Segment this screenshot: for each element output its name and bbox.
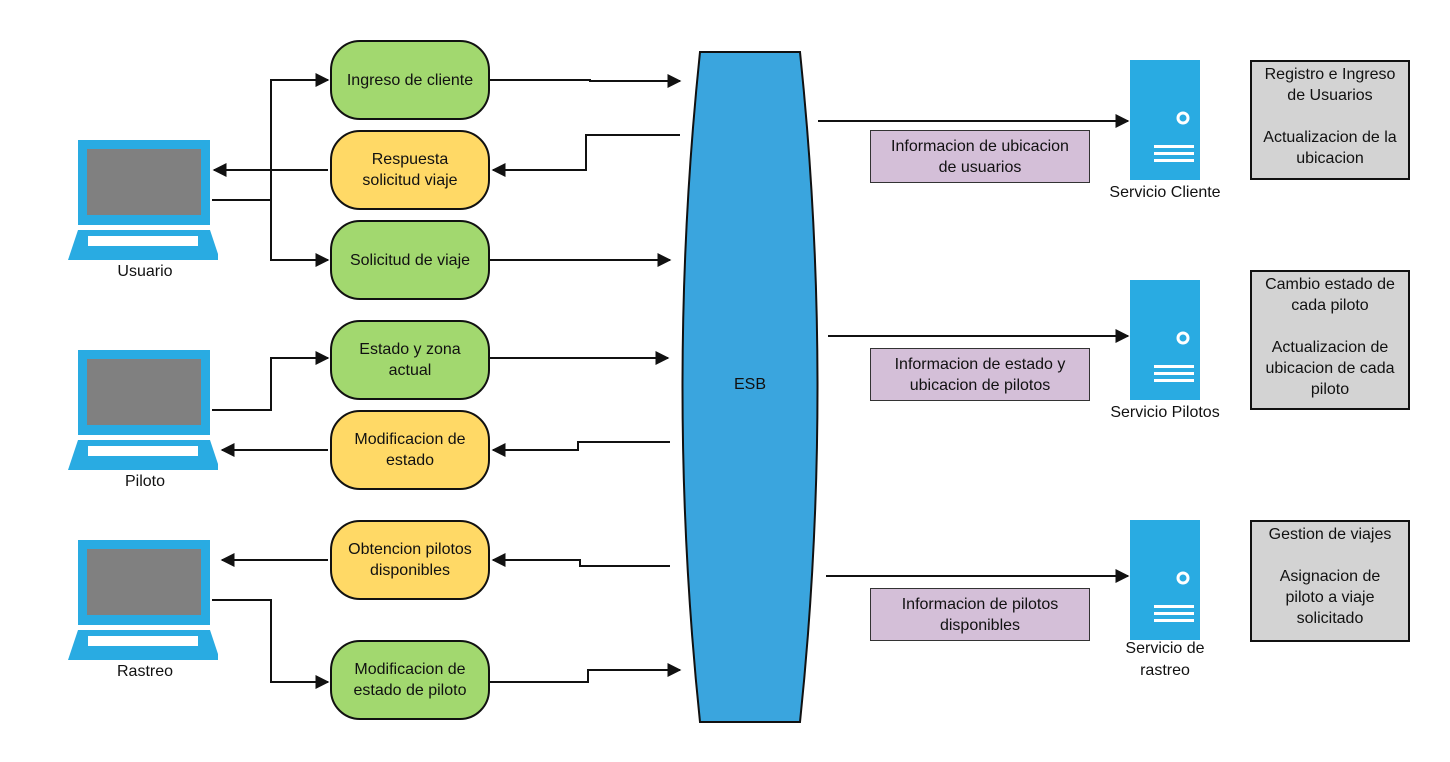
service-label-pilotos: Servicio Pilotos (1110, 404, 1220, 421)
description-servicio-pilotos: Cambio estado de cada piloto Actualizaci… (1250, 270, 1410, 410)
info-pilotos-disponibles: Informacion de pilotos disponibles (870, 588, 1090, 641)
esb-bus-shape (681, 51, 819, 723)
connector-usuario-ingreso (212, 73, 330, 201)
computer-icon-usuario (68, 140, 218, 260)
info-ubicacion-usuarios: Informacion de ubicacion de usuarios (870, 130, 1090, 183)
message-modificacion-de-estado-de-piloto: Modificacion de estado de piloto (330, 640, 490, 720)
description-servicio-rastreo: Gestion de viajes Asignacion de piloto a… (1250, 520, 1410, 642)
server-icon-cliente (1130, 60, 1200, 180)
service-label-rastreo: Servicio de rastreo (1125, 640, 1205, 679)
message-ingreso-de-cliente: Ingreso de cliente (330, 40, 490, 120)
message-estado-y-zona-actual: Estado y zona actual (330, 320, 490, 400)
info-estado-ubicacion-pilotos: Informacion de estado y ubicacion de pil… (870, 348, 1090, 401)
computer-icon-rastreo (68, 540, 218, 660)
connector-esb-modificacion (491, 441, 670, 457)
connector-rastreo-modificacion (212, 599, 330, 689)
message-respuesta-solicitud-viaje: Respuesta solicitud viaje (330, 130, 490, 210)
description-servicio-cliente: Registro e Ingreso de Usuarios Actualiza… (1250, 60, 1410, 180)
server-icon-pilotos (1130, 280, 1200, 400)
message-modificacion-de-estado: Modificacion de estado (330, 410, 490, 490)
connector-usuario-solicitud (270, 200, 330, 267)
connector-esb-respuesta (491, 134, 680, 177)
connector-esb-obtencion (491, 553, 670, 567)
esb-label: ESB (733, 376, 766, 393)
message-solicitud-de-viaje: Solicitud de viaje (330, 220, 490, 300)
connector-modificacion-esb (490, 663, 682, 683)
message-obtencion-pilotos-disponibles: Obtencion pilotos disponibles (330, 520, 490, 600)
computer-icon-piloto (68, 350, 218, 470)
client-label-usuario: Usuario (117, 263, 173, 280)
service-label-cliente: Servicio Cliente (1109, 184, 1221, 201)
connector-piloto-estado (212, 351, 330, 411)
client-label-piloto: Piloto (124, 473, 166, 490)
client-label-rastreo: Rastreo (116, 663, 174, 680)
connector-ingreso-esb (490, 74, 682, 88)
server-icon-rastreo (1130, 520, 1200, 640)
